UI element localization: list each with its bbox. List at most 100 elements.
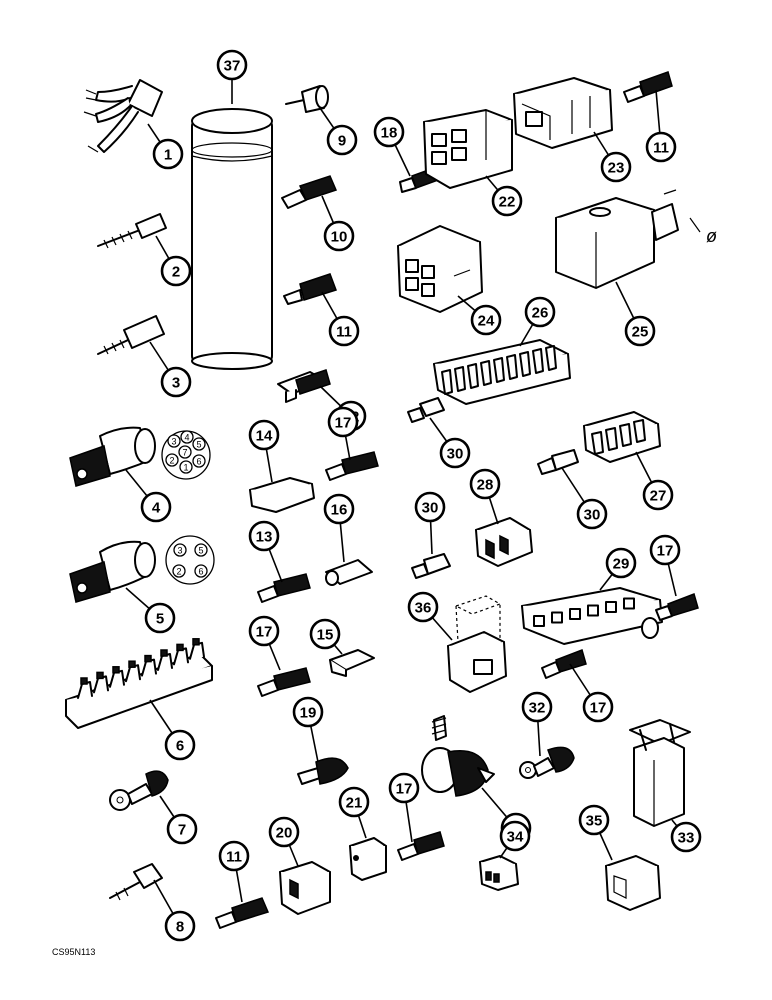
callout-c-17d[interactable]: 17 bbox=[649, 534, 681, 566]
callout-c-37[interactable]: 37 bbox=[216, 49, 248, 81]
callout-c-2[interactable]: 2 bbox=[160, 255, 192, 287]
callout-label: 6 bbox=[176, 738, 184, 755]
callout-label: 11 bbox=[653, 140, 669, 157]
callout-c-11b[interactable]: 11 bbox=[218, 840, 250, 872]
callout-label: 27 bbox=[650, 488, 667, 505]
callout-label: 15 bbox=[317, 627, 334, 644]
callout-c-32[interactable]: 32 bbox=[521, 691, 553, 723]
drawing-code: CS95N113 bbox=[52, 947, 96, 957]
part-26-multi-pin-connector bbox=[433, 339, 571, 405]
callout-c-7[interactable]: 7 bbox=[166, 813, 198, 845]
callout-c-29[interactable]: 29 bbox=[605, 547, 637, 579]
callout-label: 25 bbox=[632, 324, 649, 341]
callout-c-10[interactable]: 10 bbox=[323, 220, 355, 252]
svg-text:4: 4 bbox=[184, 433, 189, 443]
part-37-spray-can bbox=[191, 108, 273, 370]
callout-c-30c[interactable]: 30 bbox=[414, 491, 446, 523]
callout-label: 36 bbox=[415, 600, 432, 617]
callout-c-34[interactable]: 34 bbox=[499, 820, 531, 852]
svg-text:3: 3 bbox=[177, 546, 182, 556]
callout-label: 17 bbox=[335, 415, 352, 432]
part-9-bullet-terminal bbox=[285, 85, 329, 113]
callout-c-20[interactable]: 20 bbox=[268, 816, 300, 848]
pin-number: 4 bbox=[180, 430, 194, 444]
callout-c-26[interactable]: 26 bbox=[524, 296, 556, 328]
diameter-symbol: ø bbox=[706, 226, 717, 246]
part-13-terminal bbox=[257, 573, 311, 603]
part-17-terminal-e bbox=[541, 649, 587, 679]
svg-text:5: 5 bbox=[196, 440, 201, 450]
svg-text:6: 6 bbox=[198, 567, 203, 577]
callout-c-25[interactable]: 25 bbox=[624, 315, 656, 347]
callout-c-3[interactable]: 3 bbox=[160, 366, 192, 398]
callout-label: 18 bbox=[381, 125, 398, 142]
callout-c-9[interactable]: 9 bbox=[326, 124, 358, 156]
part-11-terminal-c bbox=[623, 71, 673, 103]
callout-label: 29 bbox=[613, 556, 630, 573]
svg-text:3: 3 bbox=[171, 437, 176, 447]
callout-label: 32 bbox=[529, 700, 546, 717]
part-17-terminal-a bbox=[325, 451, 379, 481]
callout-c-1[interactable]: 1 bbox=[152, 138, 184, 170]
svg-text:6: 6 bbox=[196, 457, 201, 467]
pin-number: 1 bbox=[179, 460, 193, 474]
callout-c-30b[interactable]: 30 bbox=[576, 498, 608, 530]
callout-c-28[interactable]: 28 bbox=[469, 468, 501, 500]
callout-c-6[interactable]: 6 bbox=[164, 729, 196, 761]
callout-c-8[interactable]: 8 bbox=[164, 910, 196, 942]
svg-text:1: 1 bbox=[183, 463, 188, 473]
callout-c-27[interactable]: 27 bbox=[642, 479, 674, 511]
callout-c-22[interactable]: 22 bbox=[491, 185, 523, 217]
callout-c-5[interactable]: 5 bbox=[144, 602, 176, 634]
callout-label: 13 bbox=[256, 529, 273, 546]
callout-c-11a[interactable]: 11 bbox=[328, 315, 360, 347]
callout-c-33[interactable]: 33 bbox=[670, 821, 702, 853]
callout-label: 11 bbox=[336, 324, 352, 341]
callout-c-11c[interactable]: 11 bbox=[645, 131, 677, 163]
part-11-terminal-a bbox=[283, 273, 337, 305]
part-22-housing bbox=[423, 109, 513, 189]
callout-c-4[interactable]: 4 bbox=[140, 491, 172, 523]
pin-number: 6 bbox=[192, 454, 206, 468]
callout-label: 7 bbox=[178, 822, 186, 839]
callout-c-15[interactable]: 15 bbox=[309, 618, 341, 650]
part-6-terminal-block bbox=[65, 638, 213, 729]
callout-c-17a[interactable]: 17 bbox=[327, 406, 359, 438]
part-11-terminal-b bbox=[215, 897, 270, 929]
svg-text:2: 2 bbox=[169, 456, 174, 466]
callout-c-36[interactable]: 36 bbox=[407, 591, 439, 623]
part-15-plug bbox=[329, 649, 375, 677]
callout-c-30a[interactable]: 30 bbox=[439, 437, 471, 469]
callout-c-13[interactable]: 13 bbox=[248, 520, 280, 552]
callout-c-17e[interactable]: 17 bbox=[582, 691, 614, 723]
part-21-housing bbox=[349, 837, 387, 881]
callout-label: 21 bbox=[346, 795, 363, 812]
part-17-terminal-d bbox=[655, 593, 699, 621]
callout-label: 19 bbox=[300, 705, 317, 722]
callout-label: 22 bbox=[499, 194, 516, 211]
part-7-ring-terminal bbox=[109, 770, 169, 811]
callout-c-21[interactable]: 21 bbox=[338, 786, 370, 818]
callout-label: 30 bbox=[584, 507, 601, 524]
pin-number: 3 bbox=[167, 434, 181, 448]
part-4-round-connector bbox=[69, 426, 156, 487]
part-29-terminal-strip bbox=[521, 587, 663, 645]
pin-number: 2 bbox=[172, 564, 186, 578]
part-24-housing bbox=[397, 225, 483, 313]
part-31-sensor bbox=[421, 715, 495, 797]
callout-label: 16 bbox=[331, 502, 348, 519]
callout-c-17b[interactable]: 17 bbox=[248, 615, 280, 647]
callout-c-19[interactable]: 19 bbox=[292, 696, 324, 728]
callout-c-14[interactable]: 14 bbox=[248, 419, 280, 451]
callout-c-16[interactable]: 16 bbox=[323, 493, 355, 525]
pin-number: 3 bbox=[173, 543, 187, 557]
callout-label: 9 bbox=[338, 133, 346, 150]
callout-c-18[interactable]: 18 bbox=[373, 116, 405, 148]
callout-c-23[interactable]: 23 bbox=[600, 151, 632, 183]
callout-c-24[interactable]: 24 bbox=[470, 304, 502, 336]
part-1-cable bbox=[83, 79, 163, 153]
callout-bubbles: 1234567891011111112131415161717171717181… bbox=[140, 49, 702, 942]
callout-c-17c[interactable]: 17 bbox=[388, 772, 420, 804]
part-23-housing bbox=[513, 77, 613, 149]
callout-c-35[interactable]: 35 bbox=[578, 804, 610, 836]
